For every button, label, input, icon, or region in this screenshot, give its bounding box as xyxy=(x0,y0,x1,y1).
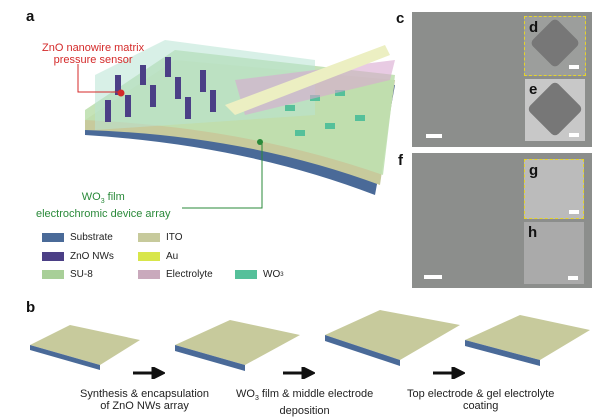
panel-label-b: b xyxy=(26,299,36,316)
swatch xyxy=(42,270,64,279)
device-schematic-3d xyxy=(85,40,395,195)
legend-substrate: Substrate xyxy=(42,232,113,243)
sensor-annotation-line2: pressure sensor xyxy=(53,54,133,66)
caption-line: WO3 film & middle electrode xyxy=(236,388,374,403)
step-caption-2: WO3 film & middle electrode deposition xyxy=(236,388,373,417)
scale-bar xyxy=(569,133,579,137)
arrow-icon xyxy=(283,367,315,379)
swatch xyxy=(138,233,160,242)
ec-annotation-line1: WO3 film xyxy=(81,191,125,206)
swatch xyxy=(42,233,64,242)
step-1-schematic xyxy=(30,325,140,370)
inset-label-e: e xyxy=(529,81,538,98)
caption-line: deposition xyxy=(279,405,330,417)
ec-annotation: WO3 film electrochromic device array xyxy=(36,191,171,220)
caption-line: of ZnO NWs array xyxy=(100,400,189,412)
swatch xyxy=(138,252,160,261)
scale-bar xyxy=(426,134,442,138)
legend-sub: 3 xyxy=(280,271,284,278)
sensor-annotation-line1: ZnO nanowire matrix xyxy=(42,42,145,54)
caption-line: Synthesis & encapsulation xyxy=(80,388,210,400)
ec-leader-line xyxy=(182,142,263,209)
inset-label-d: d xyxy=(529,19,539,36)
ec-annotation-line2: electrochromic device array xyxy=(36,208,171,221)
legend-su8: SU-8 xyxy=(42,269,93,280)
inset-g: g xyxy=(524,159,584,219)
arrow-icon xyxy=(133,367,165,379)
legend-au: Au xyxy=(138,251,178,262)
inset-label-g: g xyxy=(529,162,539,179)
legend-label: WO xyxy=(263,269,281,280)
arrow-icon xyxy=(433,367,465,379)
legend-electrolyte: Electrolyte xyxy=(138,269,213,280)
scale-bar xyxy=(424,275,442,279)
swatch xyxy=(42,252,64,261)
scale-bar xyxy=(569,65,579,69)
caption-line: coating xyxy=(462,400,499,412)
legend-label: ZnO NWs xyxy=(70,251,114,262)
inset-h: h xyxy=(524,222,584,284)
swatch xyxy=(138,270,160,279)
caption-line: Top electrode & gel electrolyte xyxy=(407,388,555,400)
legend-label: Electrolyte xyxy=(166,269,213,280)
legend-zno: ZnO NWs xyxy=(42,251,114,262)
legend-label: Au xyxy=(166,251,179,262)
step-4-schematic xyxy=(465,315,590,366)
legend-ito: ITO xyxy=(138,232,182,243)
legend-label: Substrate xyxy=(70,232,113,243)
panel-label-f: f xyxy=(398,152,403,169)
legend-label: ITO xyxy=(166,232,183,243)
inset-d: d xyxy=(524,16,586,76)
step-2-schematic xyxy=(175,320,300,371)
step-3-schematic xyxy=(325,310,460,366)
scale-bar xyxy=(568,276,578,280)
panel-label-c: c xyxy=(396,10,405,27)
panel-label-a: a xyxy=(26,8,35,25)
legend-label: SU-8 xyxy=(70,269,93,280)
inset-e: e xyxy=(525,79,585,141)
inset-label-h: h xyxy=(528,224,538,241)
step-caption-3: Top electrode & gel electrolyte coating xyxy=(407,388,554,412)
sensor-annotation: ZnO nanowire matrix pressure sensor xyxy=(42,42,144,66)
swatch xyxy=(235,270,257,279)
step-caption-1: Synthesis & encapsulation of ZnO NWs arr… xyxy=(80,388,209,412)
sensor-leader-line xyxy=(77,64,120,93)
scale-bar xyxy=(569,210,579,214)
